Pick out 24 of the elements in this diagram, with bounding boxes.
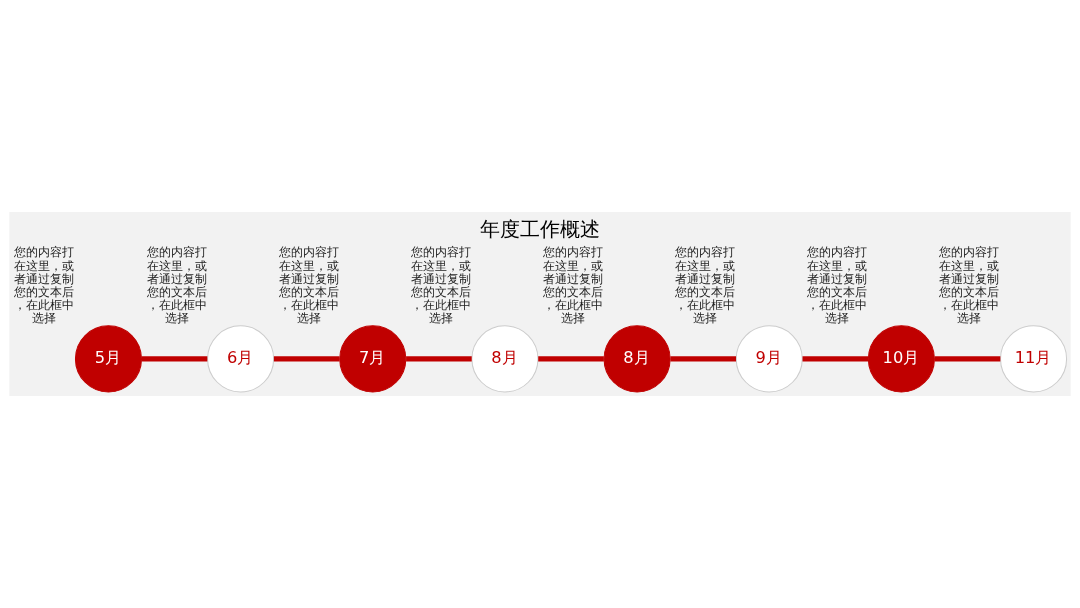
node-label: 您的内容打在这里，或者通过复制您的文本后，在此框中选择 [807,245,868,326]
connector [406,356,472,362]
node-circle: 6月 [207,325,275,393]
node-circle: 5月 [74,325,142,393]
node-label: 您的内容打在这里，或者通过复制您的文本后，在此框中选择 [278,245,339,326]
connector [934,356,1001,362]
node-label: 您的内容打在这里，或者通过复制您的文本后，在此框中选择 [146,245,207,326]
node-circle: 11月 [1000,325,1068,393]
node-circle: 8月 [471,325,539,393]
diagram-title: 年度工作概述 [480,217,600,242]
node-circle: 8月 [603,325,671,393]
node-label: 您的内容打在这里，或者通过复制您的文本后，在此框中选择 [14,245,75,326]
node-label: 您的内容打在这里，或者通过复制您的文本后，在此框中选择 [410,245,471,326]
node-circle: 10月 [867,325,935,393]
node-circle: 9月 [735,325,803,393]
connector [670,356,737,362]
connector [141,356,208,362]
node-circle: 7月 [339,325,407,393]
node-label: 您的内容打在这里，或者通过复制您的文本后，在此框中选择 [939,245,1000,326]
connector [538,356,604,362]
connector [273,356,340,362]
node-label: 您的内容打在这里，或者通过复制您的文本后，在此框中选择 [675,245,736,326]
connector [802,356,869,362]
node-label: 您的内容打在这里，或者通过复制您的文本后，在此框中选择 [543,245,604,326]
